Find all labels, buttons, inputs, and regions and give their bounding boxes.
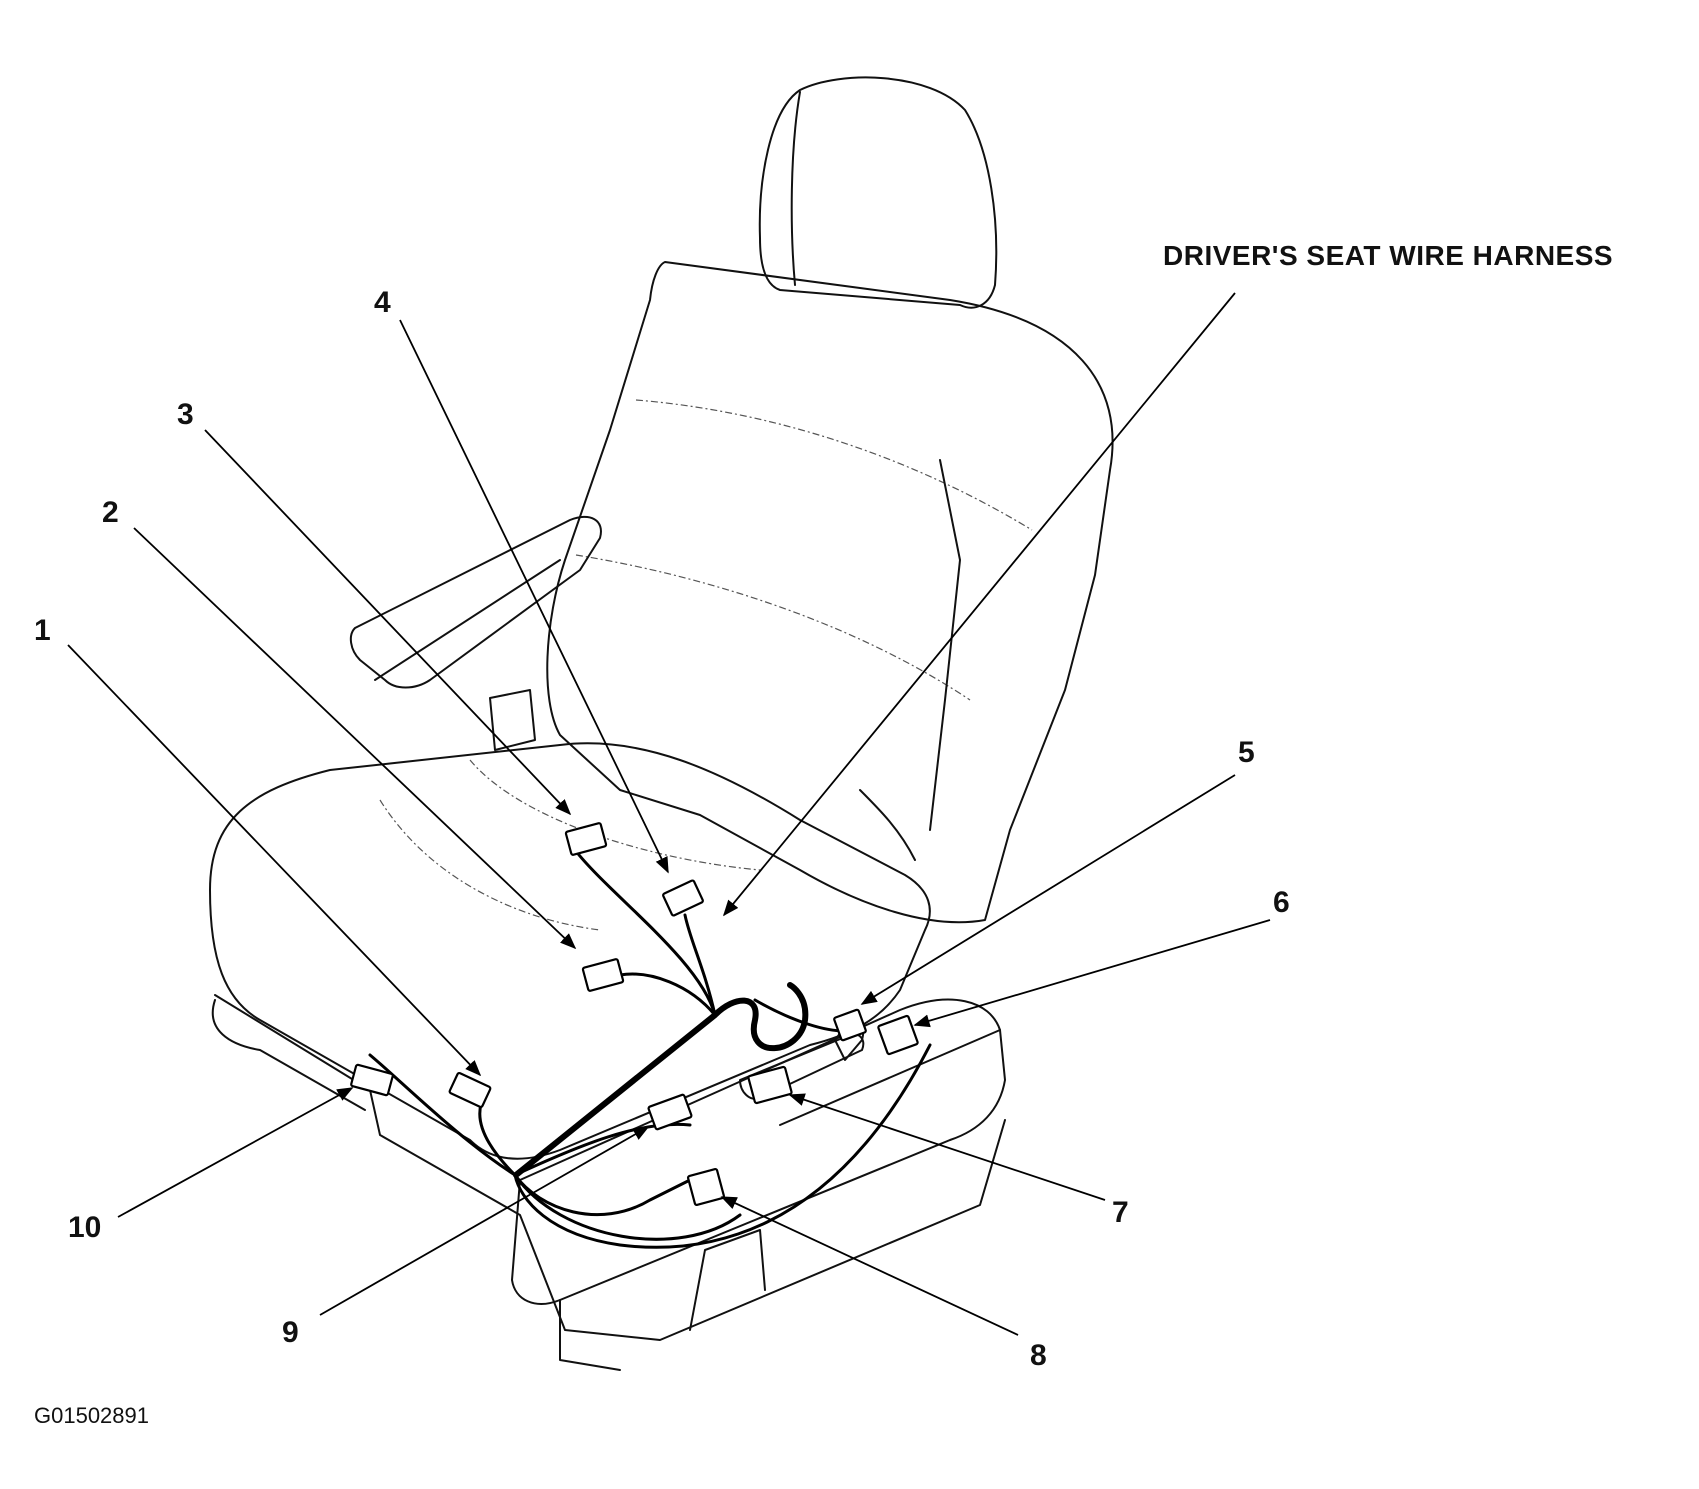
callout-6: 6 xyxy=(1273,886,1290,919)
callout-9: 9 xyxy=(282,1316,299,1349)
callout-1: 1 xyxy=(34,614,51,647)
seat-back xyxy=(546,261,1114,924)
leader-8 xyxy=(720,1196,1019,1336)
leader-10 xyxy=(117,1087,354,1218)
leader-6 xyxy=(913,919,1271,1028)
connector-4 xyxy=(662,879,704,917)
callout-10: 10 xyxy=(68,1211,101,1244)
connector-6 xyxy=(877,1014,919,1056)
leader-7 xyxy=(788,1093,1106,1201)
leader-1 xyxy=(67,644,482,1077)
seat-side-panel xyxy=(511,998,1006,1305)
labels: DRIVER'S SEAT WIRE HARNESS 1 2 3 4 5 6 7… xyxy=(34,240,1613,1428)
leader-3 xyxy=(204,429,572,816)
callout-4: 4 xyxy=(374,286,391,319)
harness-title: DRIVER'S SEAT WIRE HARNESS xyxy=(1163,240,1613,271)
leader-2 xyxy=(133,527,577,950)
connector-10 xyxy=(350,1063,394,1097)
headrest xyxy=(758,76,998,309)
figure-code: G01502891 xyxy=(34,1403,149,1428)
wire-harness xyxy=(368,848,932,1249)
callout-5: 5 xyxy=(1238,736,1255,769)
connector-8 xyxy=(686,1167,726,1207)
leader-9 xyxy=(319,1126,650,1316)
callout-2: 2 xyxy=(102,496,119,529)
seat-cushion xyxy=(209,742,931,1160)
connector-9 xyxy=(647,1093,693,1131)
callout-3: 3 xyxy=(177,398,194,431)
connector-7 xyxy=(747,1065,793,1105)
seat-illustration xyxy=(209,76,1114,1371)
connector-5 xyxy=(833,1008,867,1042)
connector-1 xyxy=(448,1071,492,1109)
main-harness-trunk xyxy=(513,982,809,1178)
leader-5 xyxy=(860,774,1236,1005)
callout-8: 8 xyxy=(1030,1339,1047,1372)
leader-harness xyxy=(722,292,1236,917)
connectors xyxy=(350,822,919,1207)
callout-7: 7 xyxy=(1112,1196,1129,1229)
leader-lines xyxy=(67,292,1271,1336)
connector-2 xyxy=(581,958,625,992)
leader-4 xyxy=(399,319,669,874)
armrest xyxy=(349,515,602,689)
seat-rails xyxy=(214,994,1006,1341)
connector-3 xyxy=(564,822,608,856)
